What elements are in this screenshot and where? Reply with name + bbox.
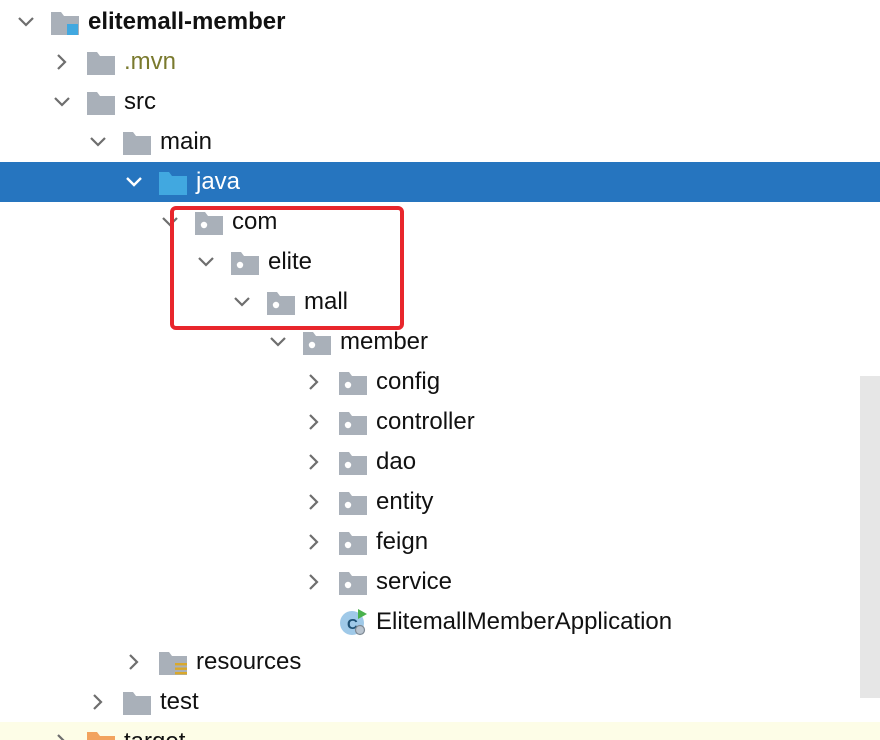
tree-row-main[interactable]: main [0,122,880,162]
tree-item-label: ElitemallMemberApplication [376,608,673,635]
tree-row-elitemall-member-application[interactable]: C ElitemallMemberApplication [0,602,880,642]
chevron-down-icon[interactable] [86,130,110,154]
tree-row-controller[interactable]: controller [0,402,880,442]
folder-icon [122,688,152,716]
tree-row-mall[interactable]: mall [0,282,880,322]
tree-row-com[interactable]: com [0,202,880,242]
chevron-down-icon[interactable] [266,330,290,354]
chevron-down-icon[interactable] [194,250,218,274]
tree-item-label: resources [196,648,302,675]
tree-item-label: com [232,208,278,235]
chevron-right-icon[interactable] [86,690,110,714]
tree-row-elitemall-member[interactable]: elitemall-member [0,2,880,42]
tree-item-label: main [160,128,213,155]
package-icon [302,328,332,356]
tree-item-label: target [124,727,185,740]
chevron-right-icon[interactable] [122,650,146,674]
chevron-right-icon[interactable] [302,370,326,394]
tree-item-label: test [160,688,199,715]
chevron-right-icon[interactable] [302,530,326,554]
chevron-right-icon[interactable] [50,730,74,740]
tree-row-java[interactable]: java [0,162,880,202]
tree-item-label: entity [376,488,434,515]
tree-row-resources[interactable]: resources [0,642,880,682]
tree-row-test[interactable]: test [0,682,880,722]
folder-icon [86,88,116,116]
tree-item-label: src [124,88,156,115]
package-icon [338,448,368,476]
tree-row-mvn[interactable]: .mvn [0,42,880,82]
tree-item-label: elitemall-member [88,8,286,35]
package-icon [338,528,368,556]
chevron-right-icon[interactable] [50,50,74,74]
tree-item-label: feign [376,528,429,555]
package-icon [194,208,224,236]
tree-row-elite[interactable]: elite [0,242,880,282]
tree-item-label: mall [304,288,349,315]
chevron-down-icon[interactable] [158,210,182,234]
spring-boot-class-icon: C [338,608,368,636]
chevron-down-icon[interactable] [122,170,146,194]
tree-row-entity[interactable]: entity [0,482,880,522]
tree-row-service[interactable]: service [0,562,880,602]
tree-item-label: elite [268,248,313,275]
svg-text:C: C [347,616,358,633]
chevron-right-icon[interactable] [302,450,326,474]
source-root-folder-icon [158,168,188,196]
excluded-folder-icon [86,728,116,740]
tree-row-src[interactable]: src [0,82,880,122]
tree-item-label: config [376,368,441,395]
chevron-down-icon[interactable] [230,290,254,314]
package-icon [338,368,368,396]
package-icon [338,488,368,516]
tree-item-label: java [196,168,241,195]
tree-item-label: member [340,328,429,355]
package-icon [230,248,260,276]
chevron-right-icon[interactable] [302,490,326,514]
tree-item-label: dao [376,448,417,475]
folder-icon [86,48,116,76]
tree-row-target[interactable]: target [0,722,880,740]
resources-folder-icon [158,648,188,676]
vertical-scrollbar[interactable] [860,376,880,698]
tree-item-label: .mvn [124,48,177,75]
tree-row-config[interactable]: config [0,362,880,402]
package-icon [338,408,368,436]
folder-icon [122,128,152,156]
tree-item-label: service [376,568,453,595]
chevron-down-icon[interactable] [14,10,38,34]
package-icon [338,568,368,596]
tree-row-feign[interactable]: feign [0,522,880,562]
chevron-right-icon[interactable] [302,570,326,594]
chevron-down-icon[interactable] [50,90,74,114]
chevron-right-icon[interactable] [302,410,326,434]
tree-item-label: controller [376,408,475,435]
module-folder-icon [50,8,80,36]
package-icon [266,288,296,316]
tree-row-member[interactable]: member [0,322,880,362]
tree-row-dao[interactable]: dao [0,442,880,482]
